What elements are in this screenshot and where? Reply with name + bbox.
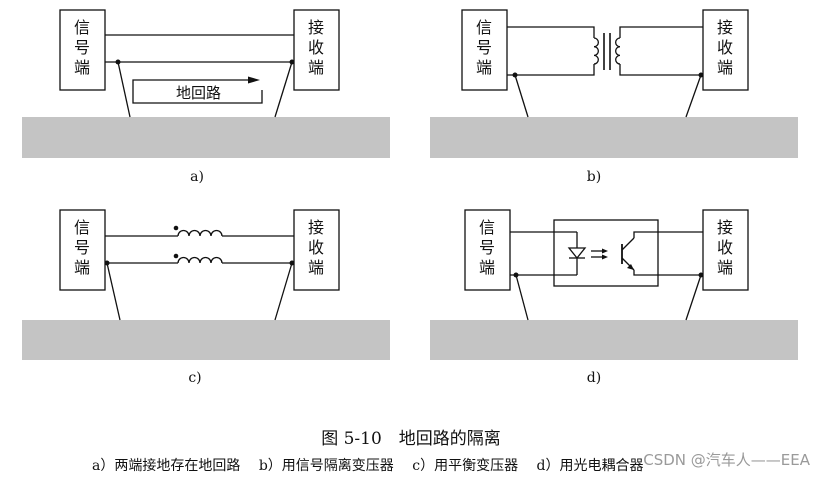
receiver-label-b-1: 接 [717, 18, 733, 37]
balance-coil-top [177, 229, 223, 237]
subcaption-d: d）用光电耦合器 [536, 458, 644, 474]
sender-label-c-3: 端 [74, 258, 90, 277]
sender-label-d-3: 端 [479, 258, 495, 277]
light-arrows [591, 248, 608, 260]
ground-loop-arrow [132, 79, 252, 97]
receiver-label-a-2: 收 [308, 38, 324, 57]
panel-d [430, 209, 798, 360]
panel-label-d: d) [587, 370, 601, 386]
sender-label-a-1: 信 [74, 18, 90, 37]
receiver-label-b-3: 端 [717, 58, 733, 77]
transformer-secondary-coil [615, 37, 621, 65]
subcaption-b: b）用信号隔离变压器 [258, 458, 394, 474]
ground-plane-a [22, 117, 390, 158]
sender-box-d [464, 209, 511, 291]
led-symbol [567, 247, 587, 260]
sender-box-c [59, 209, 106, 291]
receiver-label-c-3: 端 [308, 258, 324, 277]
sender-label-c-1: 信 [74, 218, 90, 237]
sender-label-a-2: 号 [74, 38, 90, 57]
receiver-box-c [293, 209, 340, 291]
receiver-label-c-1: 接 [308, 218, 324, 237]
panel-a [22, 9, 390, 158]
ground-plane-c [22, 320, 390, 360]
receiver-label-d-2: 收 [717, 238, 733, 257]
figure-title: 图 5-10 地回路的隔离 [321, 429, 501, 449]
sender-label-b-1: 信 [476, 18, 492, 37]
figure-subcaptions: a）两端接地存在地回路 b）用信号隔离变压器 c）用平衡变压器 d）用光电耦合器 [92, 455, 658, 475]
receiver-label-d-1: 接 [717, 218, 733, 237]
sender-label-d-1: 信 [479, 218, 495, 237]
ground-loop-label: 地回路 [176, 84, 221, 102]
watermark: CSDN @汽车人——EEA [643, 451, 810, 469]
receiver-label-d-3: 端 [717, 258, 733, 277]
receiver-label-a-1: 接 [308, 18, 324, 37]
sender-label-a-3: 端 [74, 58, 90, 77]
ground-plane-b [430, 117, 798, 158]
sender-box-b [461, 9, 508, 91]
subcaption-a: a）两端接地存在地回路 [92, 458, 241, 474]
sender-label-b-2: 号 [476, 38, 492, 57]
receiver-label-b-2: 收 [717, 38, 733, 57]
receiver-box-b [702, 9, 749, 91]
panel-label-b: b) [587, 169, 601, 185]
receiver-label-c-2: 收 [308, 238, 324, 257]
subcaption-c: c）用平衡变压器 [412, 458, 519, 474]
panel-label-c: c) [188, 370, 201, 386]
panel-label-a: a) [190, 169, 204, 185]
sender-label-d-2: 号 [479, 238, 495, 257]
panel-c [22, 209, 390, 360]
balance-coil-bottom [177, 256, 223, 264]
receiver-box-d [702, 209, 749, 291]
sender-box-a [59, 9, 106, 91]
sender-label-b-3: 端 [476, 58, 492, 77]
receiver-box-a [293, 9, 340, 91]
optocoupler-box [553, 219, 659, 287]
sender-label-c-2: 号 [74, 238, 90, 257]
panel-b [430, 9, 798, 158]
ground-plane-d [430, 320, 798, 360]
receiver-label-a-3: 端 [308, 58, 324, 77]
transformer-primary-coil [593, 37, 599, 65]
